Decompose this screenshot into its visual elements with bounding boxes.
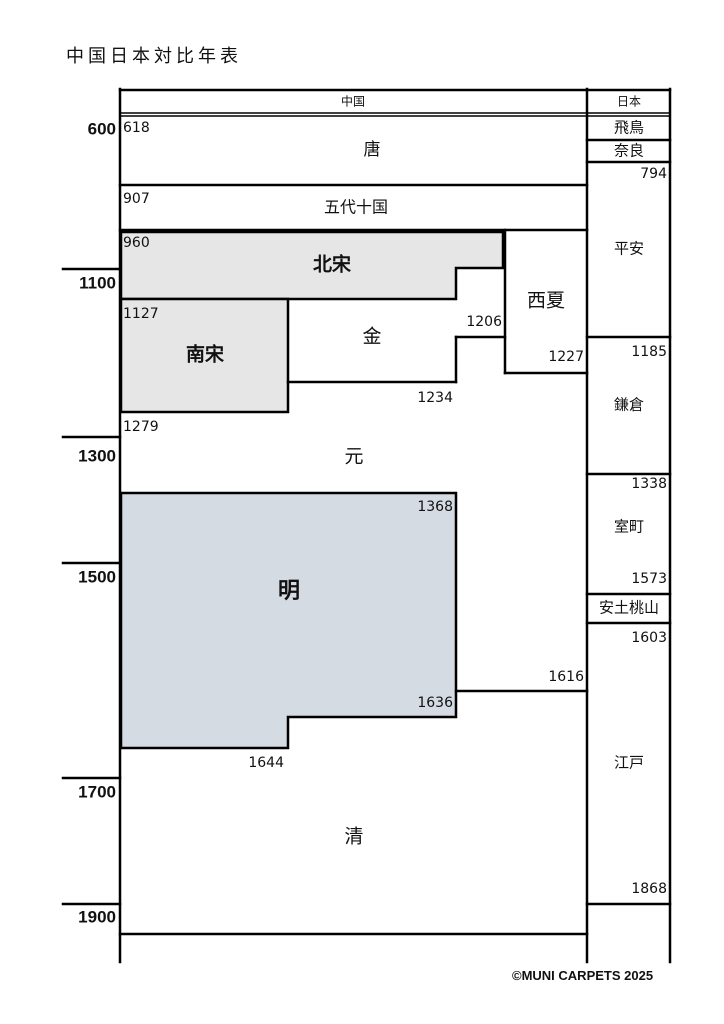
china-year-label: 1644 bbox=[248, 755, 284, 771]
china-year-label: 960 bbox=[123, 235, 150, 251]
china-dynasty-label: 五代十国 bbox=[324, 198, 388, 217]
year-axis-label: 600 bbox=[88, 119, 116, 138]
china-dynasty-label: 明 bbox=[278, 579, 300, 604]
china-year-label: 1279 bbox=[123, 419, 159, 435]
japan-period-label: 鎌倉 bbox=[614, 396, 644, 414]
japan-header: 日本 bbox=[617, 95, 641, 109]
china-header: 中国 bbox=[341, 94, 365, 109]
japan-year-label: 1185 bbox=[631, 344, 667, 360]
japan-period-label: 奈良 bbox=[614, 142, 644, 160]
japan-period-label: 江戸 bbox=[614, 754, 644, 772]
china-dynasty-label: 北宋 bbox=[313, 253, 351, 276]
china-dynasty-label: 清 bbox=[344, 826, 363, 848]
ming-region bbox=[119, 491, 458, 750]
year-axis-label: 1300 bbox=[78, 446, 116, 465]
china-dynasty-label: 金 bbox=[362, 326, 381, 348]
japan-year-label: 1868 bbox=[631, 881, 667, 897]
china-year-label: 1636 bbox=[417, 695, 453, 711]
japan-period-label: 安土桃山 bbox=[599, 599, 659, 617]
japan-year-label: 1338 bbox=[631, 476, 667, 492]
china-year-label: 1206 bbox=[466, 314, 502, 330]
china-year-label: 907 bbox=[123, 191, 150, 207]
japan-period-label: 平安 bbox=[614, 240, 644, 258]
year-axis-label: 1900 bbox=[78, 907, 116, 926]
japan-year-label: 794 bbox=[640, 166, 667, 182]
year-axis-label: 1500 bbox=[78, 567, 116, 586]
china-dynasty-label: 唐 bbox=[364, 139, 381, 160]
china-year-label: 1616 bbox=[548, 669, 584, 685]
china-year-label: 1227 bbox=[548, 349, 584, 365]
copyright-credit: ©MUNI CARPETS 2025 bbox=[512, 968, 654, 983]
japan-period-label: 室町 bbox=[614, 518, 644, 536]
china-year-label: 1368 bbox=[417, 499, 453, 515]
japan-year-label: 1603 bbox=[631, 630, 667, 646]
japan-period-label: 飛鳥 bbox=[614, 119, 644, 137]
page-title: 中国日本対比年表 bbox=[66, 46, 242, 67]
china-year-label: 1234 bbox=[417, 390, 453, 406]
china-dynasty-label: 西夏 bbox=[527, 290, 565, 312]
china-dynasty-label: 南宋 bbox=[186, 343, 224, 366]
china-year-label: 618 bbox=[123, 120, 150, 136]
china-year-label: 1127 bbox=[123, 306, 159, 322]
year-axis-label: 1100 bbox=[79, 273, 116, 292]
year-axis-label: 1700 bbox=[78, 782, 116, 801]
china-dynasty-label: 元 bbox=[344, 446, 363, 468]
japan-year-label: 1573 bbox=[631, 571, 667, 587]
